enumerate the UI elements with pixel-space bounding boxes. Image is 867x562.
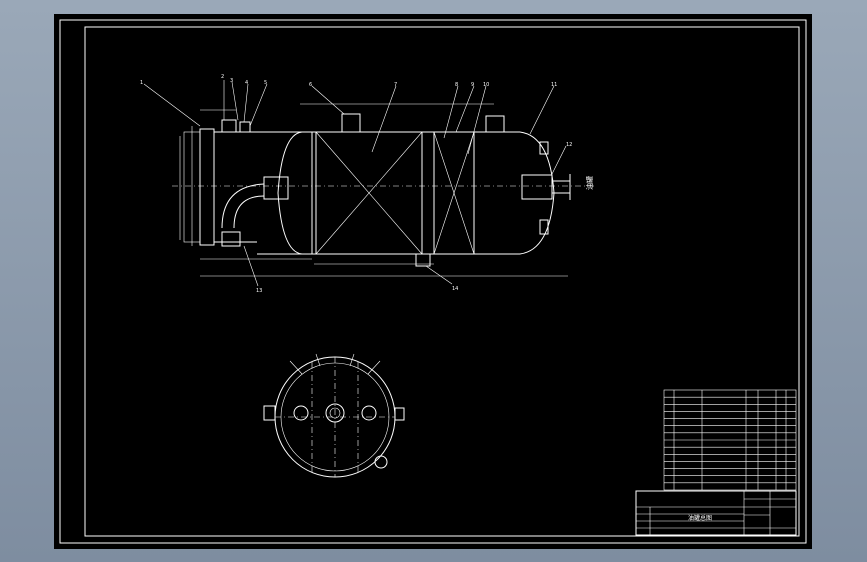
- left-flange: [199, 128, 215, 246]
- callout-12: 12: [566, 142, 572, 148]
- side-label: 油罐: [585, 176, 594, 190]
- parts-list-table: [663, 389, 797, 491]
- callout-7: 7: [394, 82, 397, 88]
- section-view: [263, 353, 405, 478]
- callout-10: 10: [483, 82, 489, 88]
- title-block: 油罐总图: [635, 490, 797, 536]
- drawing-title: 油罐总图: [688, 514, 712, 522]
- callout-11: 11: [551, 82, 557, 88]
- callout-5: 5: [264, 80, 267, 86]
- inner-border: [84, 26, 800, 537]
- manhole-top: [341, 113, 361, 133]
- drawing-sheet: 1 2 3 4 5 6 7 8 9 10 11 12 13 14 油罐: [59, 19, 807, 544]
- cad-drawing-canvas[interactable]: 1 2 3 4 5 6 7 8 9 10 11 12 13 14 油罐: [54, 14, 812, 549]
- callout-8: 8: [455, 82, 458, 88]
- callout-3: 3: [230, 78, 233, 84]
- callout-6: 6: [309, 82, 312, 88]
- callout-9: 9: [471, 82, 474, 88]
- callout-14: 14: [452, 286, 458, 292]
- baffle-plate: [421, 131, 435, 255]
- elbow-pipe: [221, 183, 265, 229]
- outer-border: [59, 19, 807, 544]
- outlet-nozzle: [521, 174, 553, 200]
- center-nozzle: [325, 403, 345, 423]
- callout-13: 13: [256, 288, 262, 294]
- callout-2: 2: [221, 74, 224, 80]
- elevation-view: 1 2 3 4 5 6 7 8 9 10 11 12 13 14 油罐: [140, 74, 594, 294]
- callout-1: 1: [140, 80, 143, 86]
- callout-4: 4: [245, 80, 248, 86]
